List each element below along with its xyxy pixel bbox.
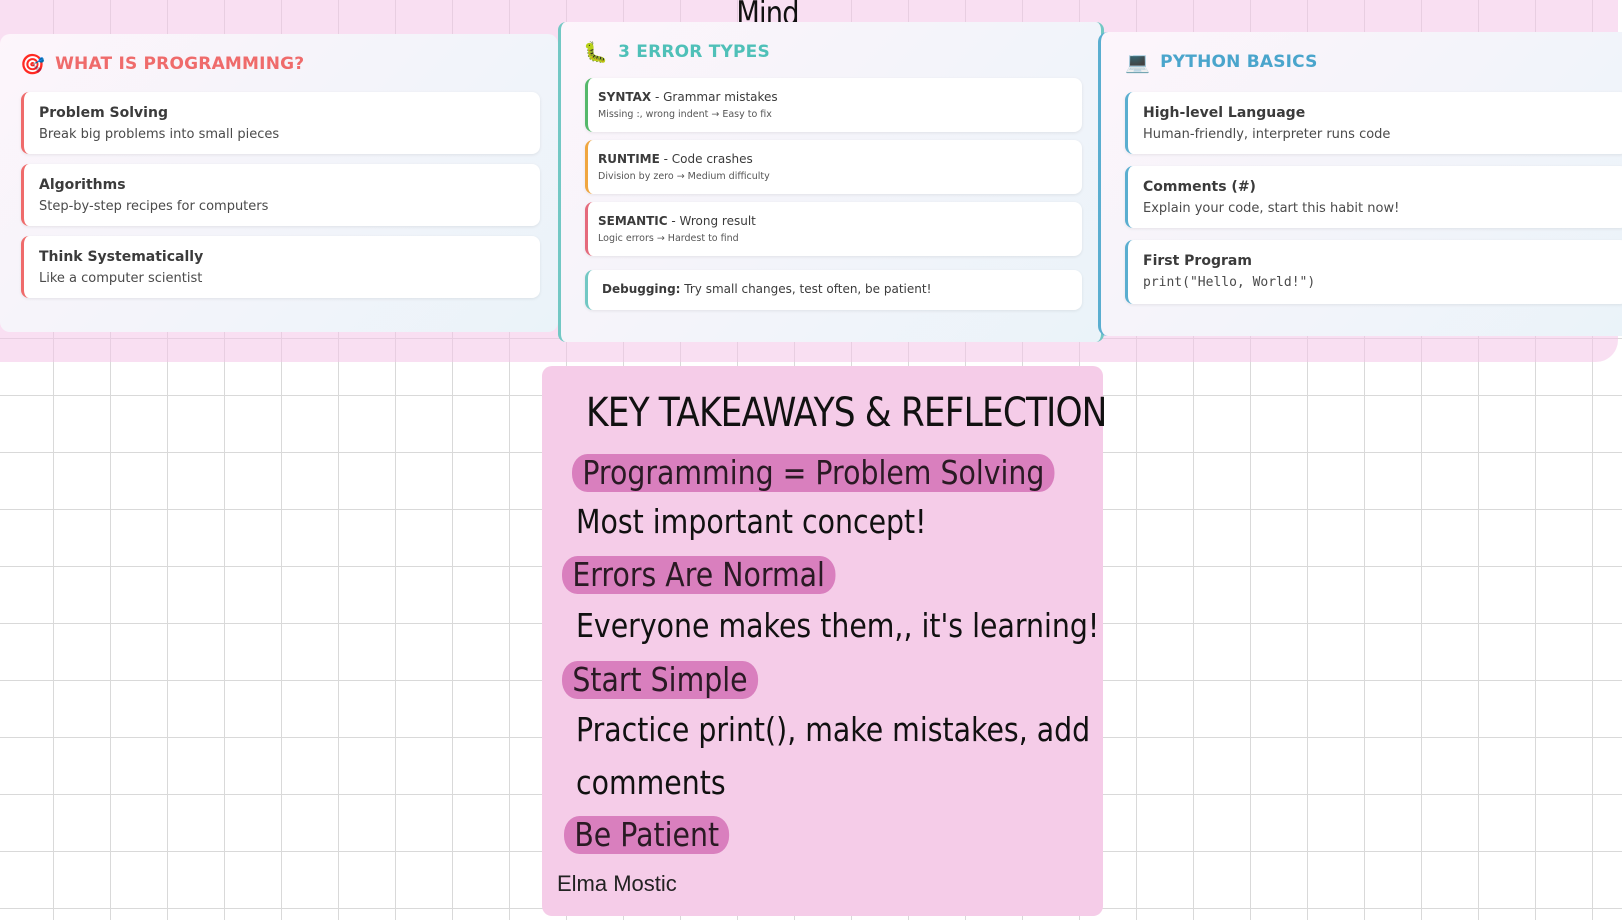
card-desc: Human-friendly, interpreter runs code [1143, 127, 1391, 142]
takeaway-text: Everyone makes them,, it's learning! [576, 606, 1100, 645]
card-problem-solving: Problem Solving Break big problems into … [21, 92, 540, 154]
error-sub: Division by zero → Medium difficulty [598, 171, 770, 182]
bug-icon: 🐛 [583, 40, 609, 64]
takeaway-text: Most important concept! [576, 502, 927, 541]
target-icon: 🎯 [20, 52, 46, 76]
card-title: Think Systematically [39, 249, 204, 265]
card-semantic-error: SEMANTIC - Wrong result Logic errors → H… [585, 202, 1082, 256]
error-sub: Missing :, wrong indent → Easy to fix [598, 109, 772, 120]
author-name: Elma Mostic [557, 871, 677, 896]
takeaway-highlight: Errors Are Normal [562, 556, 836, 594]
panel-header: 🎯 WHAT IS PROGRAMMING? [20, 52, 304, 76]
card-desc: Step-by-step recipes for computers [39, 199, 269, 214]
takeaway-highlight: Start Simple [562, 661, 758, 699]
panel-python-basics: 💻 PYTHON BASICS High-level Language Huma… [1098, 32, 1622, 336]
error-sub: Logic errors → Hardest to find [598, 233, 739, 244]
error-desc: - Code crashes [659, 152, 753, 166]
card-first-program: First Program print("Hello, World!") [1125, 240, 1622, 304]
error-name: SEMANTIC [598, 214, 668, 228]
laptop-icon: 💻 [1125, 50, 1151, 74]
panel-heading: WHAT IS PROGRAMMING? [55, 54, 305, 74]
panel-what-is-programming: 🎯 WHAT IS PROGRAMMING? Problem Solving B… [0, 34, 558, 332]
card-desc: Break big problems into small pieces [39, 127, 280, 142]
card-algorithms: Algorithms Step-by-step recipes for comp… [21, 164, 540, 226]
panel-heading: 3 ERROR TYPES [618, 42, 770, 62]
card-comments: Comments (#) Explain your code, start th… [1125, 166, 1622, 228]
panel-heading: PYTHON BASICS [1160, 52, 1318, 72]
panel-header: 🐛 3 ERROR TYPES [583, 40, 770, 64]
card-title: Algorithms [39, 177, 126, 193]
card-title: Comments (#) [1143, 179, 1256, 195]
card-desc: Explain your code, start this habit now! [1143, 201, 1400, 216]
error-name: RUNTIME [598, 152, 660, 166]
takeaways-card: KEY TAKEAWAYS & REFLECTION Programming =… [542, 366, 1107, 916]
card-high-level-language: High-level Language Human-friendly, inte… [1125, 92, 1622, 154]
code-snippet: print("Hello, World!") [1143, 275, 1316, 290]
card-think-systematically: Think Systematically Like a computer sci… [21, 236, 540, 298]
card-syntax-error: SYNTAX - Grammar mistakes Missing :, wro… [585, 78, 1082, 132]
error-desc: - Wrong result [667, 214, 756, 228]
card-title: Problem Solving [39, 105, 168, 121]
card-runtime-error: RUNTIME - Code crashes Division by zero … [585, 140, 1082, 194]
takeaway-highlight: Be Patient [564, 816, 730, 854]
takeaways-title: KEY TAKEAWAYS & REFLECTION [586, 390, 1107, 436]
error-name: SYNTAX [598, 90, 652, 104]
debug-text: Try small changes, test often, be patien… [680, 282, 932, 296]
card-title: First Program [1143, 253, 1252, 269]
takeaway-text-continued: comments [576, 763, 726, 802]
takeaway-highlight: Programming = Problem Solving [572, 454, 1055, 492]
panel-header: 💻 PYTHON BASICS [1125, 50, 1318, 74]
panel-error-types: 🐛 3 ERROR TYPES SYNTAX - Grammar mistake… [558, 22, 1104, 342]
card-debugging-tip: Debugging: Try small changes, test often… [585, 270, 1082, 310]
card-desc: Like a computer scientist [39, 271, 203, 286]
debug-label: Debugging: [602, 282, 681, 296]
takeaway-text: Practice print(), make mistakes, add [576, 710, 1091, 749]
card-title: High-level Language [1143, 105, 1306, 121]
error-desc: - Grammar mistakes [651, 90, 778, 104]
